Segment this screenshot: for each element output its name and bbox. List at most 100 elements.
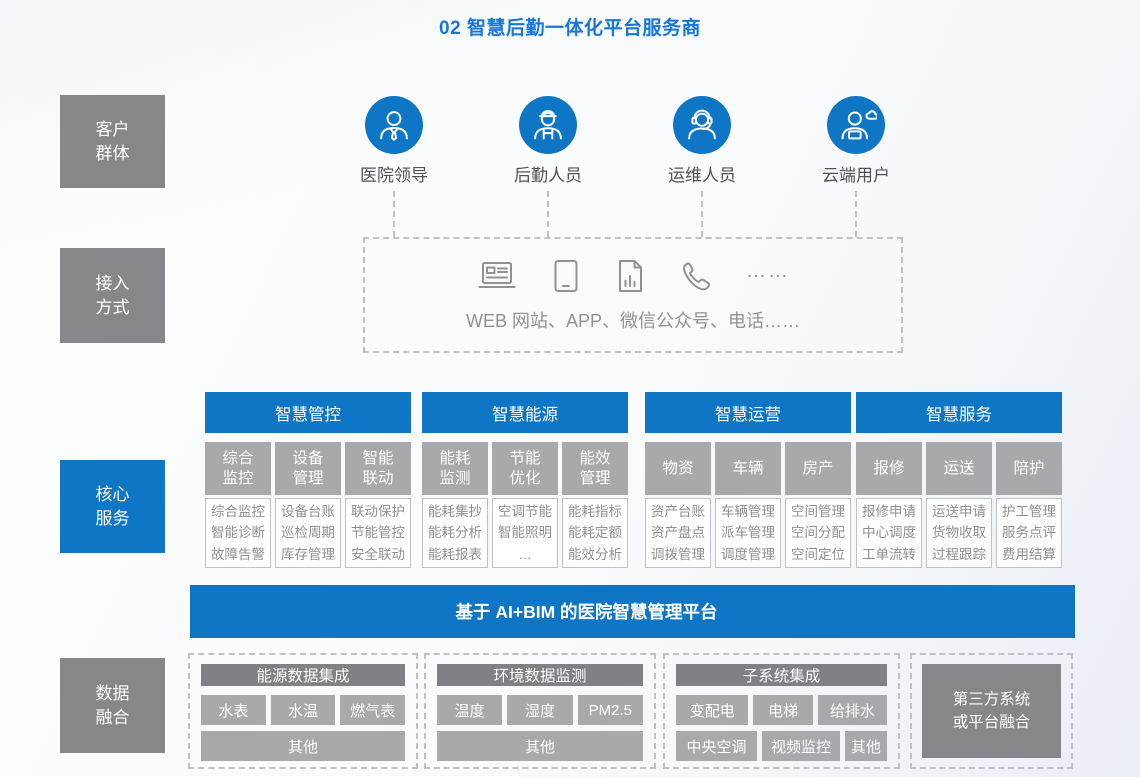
group-header: 智慧能源: [422, 392, 628, 433]
fusion-chip: 其他: [437, 731, 643, 761]
group-header: 智慧服务: [856, 392, 1062, 433]
customer-cloud-user: 云端用户: [798, 96, 914, 186]
item: 车辆管理: [721, 503, 775, 519]
row-label-fusion: 数据融合: [60, 658, 165, 753]
fusion-group-subsystems: 子系统集成 变配电 电梯 给排水 中央空调 视频监控 其他: [663, 653, 900, 769]
column-items: 车辆管理 派车管理 调度管理: [715, 498, 781, 568]
core-column: 陪护 护工管理 服务点评 费用结算: [996, 442, 1062, 568]
fusion-chip: 电梯: [753, 695, 813, 725]
core-column: 设备管理 设备台账 巡检周期 库存管理: [275, 442, 341, 568]
platform-banner: 基于 AI+BIM 的医院智慧管理平台: [190, 585, 1075, 638]
customer-label: 后勤人员: [514, 166, 582, 185]
column-title: 陪护: [996, 442, 1062, 495]
item: 费用结算: [1002, 546, 1056, 562]
access-icons-row: ……: [476, 258, 790, 294]
item: 综合监控: [211, 503, 265, 519]
fusion-chip: 视频监控: [762, 731, 840, 761]
core-group-smart-operation: 智慧运营 物资 资产台账 资产盘点 调拨管理 车辆 车辆管理 派车管理 调度管理: [645, 392, 851, 568]
column-items: 空调节能 智能照明 …: [492, 498, 558, 568]
customer-label: 云端用户: [822, 166, 890, 185]
fusion-group-header: 子系统集成: [676, 664, 887, 686]
item: 运送申请: [932, 503, 986, 519]
item: 库存管理: [281, 546, 335, 562]
item: 过程跟踪: [932, 546, 986, 562]
core-column: 能效管理 能耗指标 能耗定额 能效分析: [562, 442, 628, 568]
column-title-text: 设备管理: [292, 449, 324, 487]
fusion-group-energy-data: 能源数据集成 水表 水温 燃气表 其他: [188, 653, 418, 769]
fusion-chip: 给排水: [817, 695, 887, 725]
core-column: 节能优化 空调节能 智能照明 …: [492, 442, 558, 568]
fusion-group-header: 环境数据监测: [437, 664, 643, 686]
cloud-user-icon: [827, 96, 885, 154]
access-caption: WEB 网站、APP、微信公众号、电话……: [465, 310, 801, 331]
column-title: 设备管理: [275, 442, 341, 495]
group-header: 智慧运营: [645, 392, 851, 433]
connector-line: [393, 191, 395, 237]
fusion-chip: 水温: [270, 695, 336, 725]
connector-line: [701, 191, 703, 237]
phone-icon: [683, 261, 710, 290]
page-title: 02 智慧后勤一体化平台服务商: [439, 18, 701, 39]
column-title: 能效管理: [562, 442, 628, 495]
item: 能耗定额: [568, 525, 622, 541]
group-header: 智慧管控: [205, 392, 411, 433]
column-items: 联动保护 节能管控 安全联动: [345, 498, 411, 568]
row-label-core-text: 核心服务: [95, 484, 130, 528]
item: 工单流转: [862, 546, 916, 562]
column-items: 能耗指标 能耗定额 能效分析: [562, 498, 628, 568]
third-party-box: 第三方系统或平台融合: [922, 664, 1061, 758]
core-column: 车辆 车辆管理 派车管理 调度管理: [715, 442, 781, 568]
item: 报修申请: [862, 503, 916, 519]
column-title: 智能联动: [345, 442, 411, 495]
connector-line: [547, 191, 549, 237]
column-items: 设备台账 巡检周期 库存管理: [275, 498, 341, 568]
item: 护工管理: [1002, 503, 1056, 519]
row-label-core: 核心服务: [60, 460, 165, 553]
item: 巡检周期: [281, 525, 335, 541]
item: 空间定位: [791, 546, 845, 562]
column-title: 房产: [785, 442, 851, 495]
column-title: 报修: [856, 442, 922, 495]
fusion-group-third-party: 第三方系统或平台融合: [910, 653, 1073, 769]
column-items: 综合监控 智能诊断 故障告警: [205, 498, 271, 568]
item: 资产台账: [651, 503, 705, 519]
fusion-chip: 水表: [201, 695, 266, 725]
row-label-fusion-text: 数据融合: [95, 683, 130, 727]
fusion-chip: 中央空调: [676, 731, 758, 761]
customer-logistics-staff: 后勤人员: [490, 96, 606, 186]
core-column: 能耗监测 能耗集抄 能耗分析 能耗报表: [422, 442, 488, 568]
column-title-text: 能耗监测: [439, 449, 471, 487]
item: 智能诊断: [211, 525, 265, 541]
item: 能耗分析: [428, 525, 482, 541]
column-items: 能耗集抄 能耗分析 能耗报表: [422, 498, 488, 568]
core-column: 运送 运送申请 货物收取 过程跟踪: [926, 442, 992, 568]
item: 空调节能: [498, 503, 552, 519]
item: 货物收取: [932, 525, 986, 541]
core-group-smart-service: 智慧服务 报修 报修申请 中心调度 工单流转 运送 运送申请 货物收取 过程跟踪: [856, 392, 1062, 568]
item: …: [518, 546, 532, 562]
fusion-group-environment-data: 环境数据监测 温度 湿度 PM2.5 其他: [424, 653, 656, 769]
item: 智能照明: [498, 525, 552, 541]
column-title-text: 节能优化: [509, 449, 541, 487]
fusion-chip: 湿度: [507, 695, 573, 725]
customer-label: 医院领导: [360, 166, 428, 185]
column-title-text: 综合监控: [222, 449, 254, 487]
column-items: 运送申请 货物收取 过程跟踪: [926, 498, 992, 568]
customer-operations-staff: 运维人员: [644, 96, 760, 186]
row-label-customers-text: 客户群体: [95, 119, 130, 163]
column-items: 护工管理 服务点评 费用结算: [996, 498, 1062, 568]
column-title-text: 能效管理: [579, 449, 611, 487]
item: 故障告警: [211, 546, 265, 562]
fusion-group-header: 能源数据集成: [201, 664, 405, 686]
item: 节能管控: [351, 525, 405, 541]
item: 能耗报表: [428, 546, 482, 562]
fusion-chip: 其他: [201, 731, 405, 761]
laptop-icon: [478, 261, 516, 288]
column-title-text: 房产: [802, 459, 834, 477]
connector-line: [855, 191, 857, 237]
item: 调度管理: [721, 546, 775, 562]
third-party-text: 第三方系统或平台融合: [952, 691, 1031, 731]
column-title-text: 报修: [873, 459, 905, 477]
operations-staff-icon: [673, 96, 731, 154]
